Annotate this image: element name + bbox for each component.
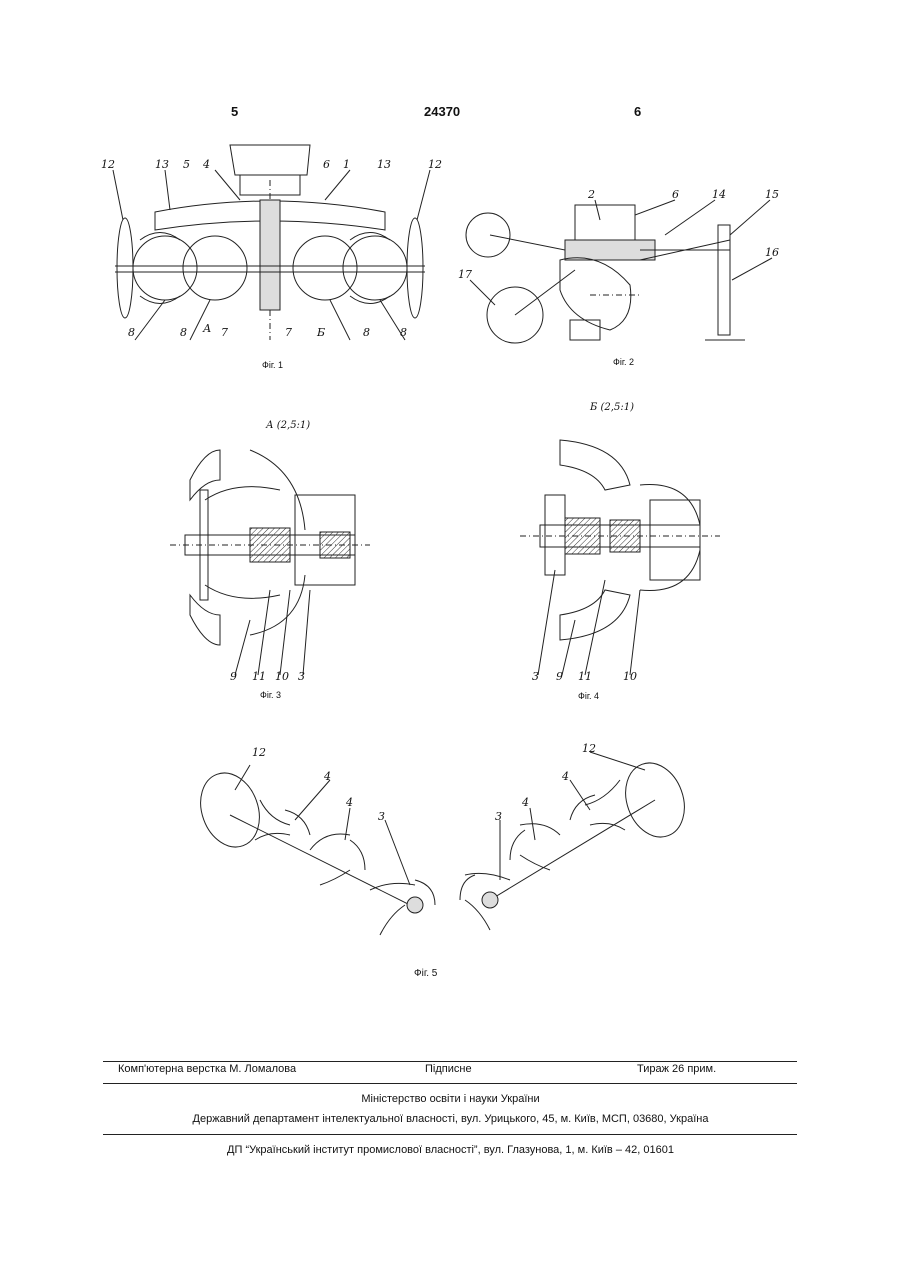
footer-signed: Підписне [425,1063,472,1075]
footer-circulation: Тираж 26 прим. [637,1063,716,1075]
fig5-label: 4 [561,770,569,783]
fig2-label: 16 [765,246,779,259]
fig1-label: 8 [363,326,370,339]
fig1-label: А [202,322,211,335]
fig5-label: 3 [495,810,502,823]
figure-5-drawing: 12 4 4 3 12 4 4 3 [190,740,710,960]
figure-2-caption: Фіг. 2 [613,357,634,367]
footer-rule-bottom [103,1134,797,1135]
fig1-label: 7 [285,326,292,339]
fig4-label: 9 [556,670,563,683]
footer-department: Державний департамент інтелектуальної вл… [0,1113,901,1125]
figure-3-view-title: А (2,5:1) [266,420,310,431]
fig5-label: 3 [378,810,385,823]
fig1-label: 1 [343,158,350,171]
fig1-label: 7 [221,326,228,339]
figure-5-caption: Фіг. 5 [414,968,437,979]
fig5-label: 4 [345,796,353,809]
fig4-label: 11 [578,670,592,683]
fig1-label: 12 [101,158,115,171]
fig5-label: 4 [323,770,331,783]
fig5-label: 12 [582,742,596,755]
fig2-label: 17 [458,268,472,281]
figure-1-caption: Фіг. 1 [262,360,283,370]
fig1-label: 6 [323,158,330,171]
fig1-label: Б [316,326,325,339]
figure-4-caption: Фіг. 4 [578,691,599,701]
fig1-label: 4 [202,158,210,171]
fig1-label: 5 [183,158,190,171]
fig5-label: 4 [521,796,529,809]
fig2-label: 15 [765,188,779,201]
fig2-label: 2 [587,188,595,201]
page-number-right: 6 [634,104,641,119]
figure-2-drawing: 2 6 14 15 16 17 [450,180,795,355]
footer-layout-credit: Комп'ютерна верстка М. Ломалова [118,1063,296,1075]
fig3-label: 10 [275,670,289,683]
patent-number: 24370 [424,104,460,119]
footer-rule-middle [103,1083,797,1084]
fig3-label: 9 [230,670,237,683]
fig3-label: 3 [298,670,305,683]
footer-rule-top [103,1061,797,1062]
fig1-label: 12 [428,158,442,171]
fig2-label: 6 [672,188,679,201]
figure-4-drawing: 3 9 11 10 [520,430,720,685]
fig1-label: 8 [128,326,135,339]
figure-1-drawing: 12 13 5 4 6 1 13 12 8 8 А 7 7 Б 8 8 [95,140,445,355]
fig2-label: 14 [712,188,726,201]
fig3-label: 11 [252,670,266,683]
fig4-label: 3 [532,670,539,683]
footer-institute: ДП “Український інститут промислової вла… [0,1144,901,1156]
fig1-label: 8 [180,326,187,339]
fig1-label: 8 [400,326,407,339]
figure-3-drawing: 9 11 10 3 [170,440,370,685]
fig5-label: 12 [252,746,266,759]
footer-ministry: Міністерство освіти і науки України [0,1093,901,1105]
figure-4-view-title: Б (2,5:1) [590,402,634,413]
fig1-label: 13 [155,158,169,171]
page-number-left: 5 [231,104,238,119]
fig4-label: 10 [623,670,637,683]
figure-3-caption: Фіг. 3 [260,690,281,700]
fig1-label: 13 [377,158,391,171]
